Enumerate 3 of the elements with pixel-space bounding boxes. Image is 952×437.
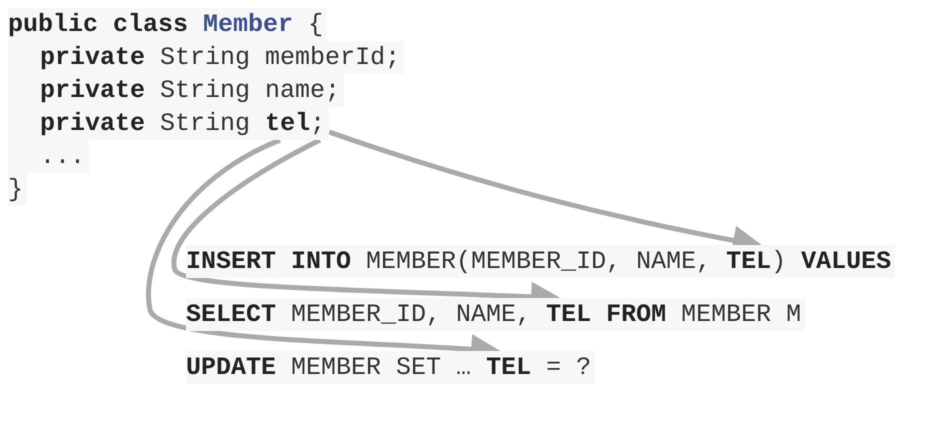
sql-statement: SELECT MEMBER_ID, NAME, TEL FROM MEMBER M xyxy=(186,298,806,331)
sql-statement: INSERT INTO MEMBER(MEMBER_ID, NAME, TEL) VALUES xyxy=(186,245,896,278)
sql-statement: UPDATE MEMBER SET … TEL = ? xyxy=(186,351,596,384)
